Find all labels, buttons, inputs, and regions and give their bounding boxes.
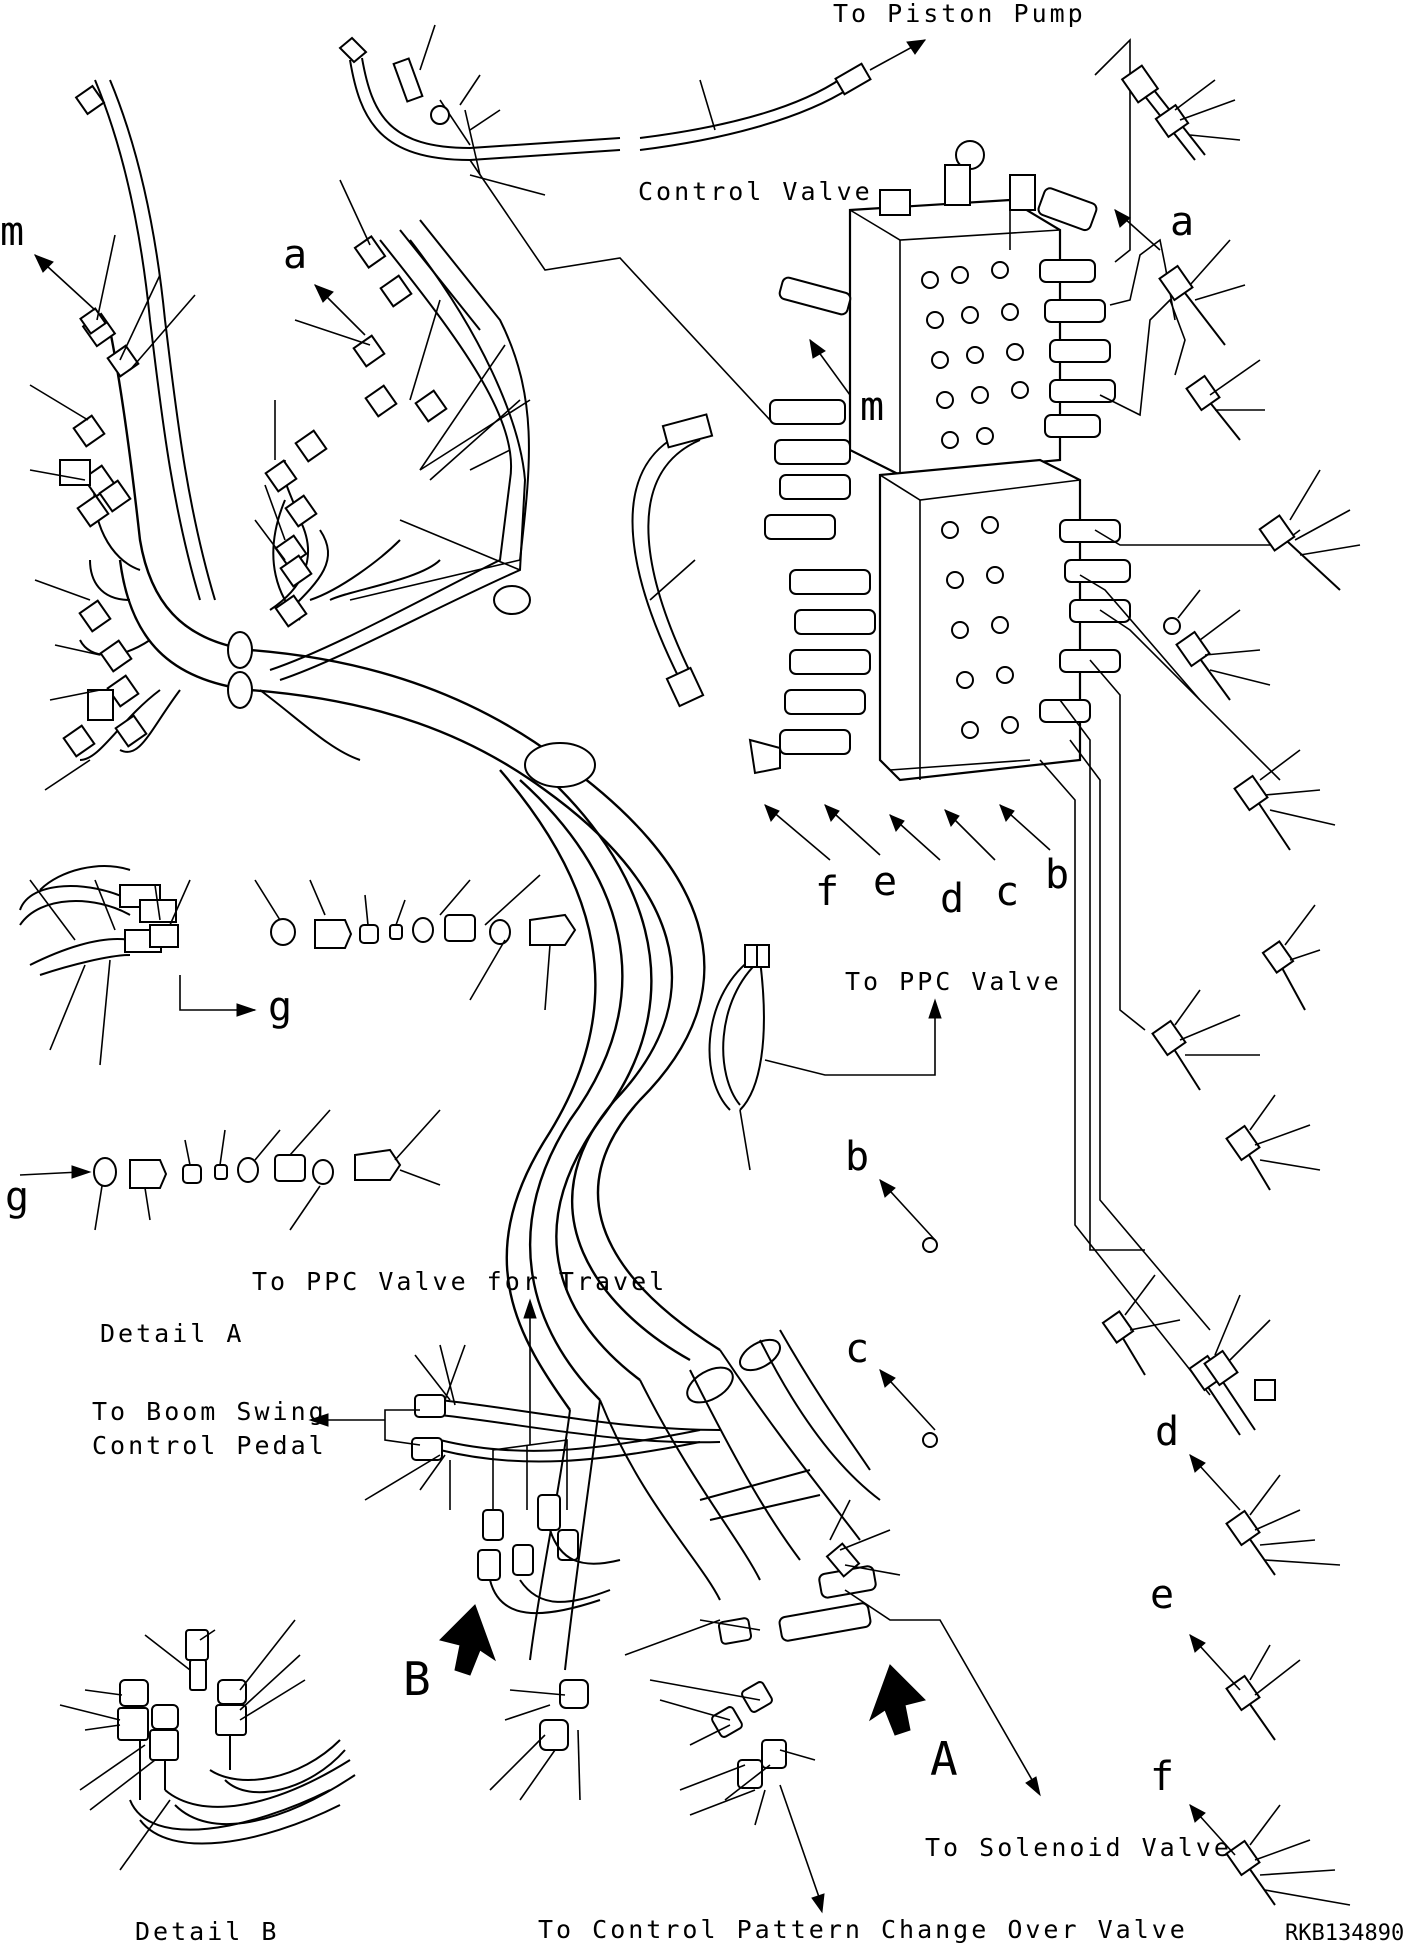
label-to-piston-pump: To Piston Pump	[833, 0, 1086, 28]
main-hose-bundle	[249, 648, 881, 1671]
letter-b: b	[1045, 852, 1069, 898]
a-arrow-top	[314, 284, 366, 336]
letter-d-right: d	[1155, 1409, 1179, 1455]
lower-right-cluster	[489, 1499, 1041, 1914]
letter-e-right: e	[1150, 1572, 1174, 1618]
letter-c: c	[995, 869, 1019, 915]
m-arrow-left	[34, 254, 96, 311]
label-ref-code: RKB134890	[1285, 1921, 1404, 1946]
control-valve-lower	[748, 458, 1131, 782]
letter-g-left: g	[5, 1174, 29, 1220]
letter-b-right: b	[845, 1134, 869, 1180]
letter-a-right: a	[1170, 199, 1194, 245]
letter-g-top: g	[268, 984, 292, 1030]
port-arrows-fedcb	[764, 804, 1051, 861]
letter-d: d	[940, 876, 964, 922]
label-detail-a: Detail A	[100, 1319, 244, 1348]
letter-big-a: A	[930, 1732, 958, 1786]
detail-a-second-row	[19, 1109, 441, 1231]
letter-e: e	[873, 859, 897, 905]
valve-ports-lower	[941, 516, 1019, 739]
m-arrow-mid	[809, 338, 851, 396]
solenoid-cartridges-right	[1037, 187, 1116, 438]
letter-c-right: c	[845, 1326, 869, 1372]
label-to-ppc-valve: To PPC Valve	[845, 967, 1062, 996]
label-to-solenoid-valve: To Solenoid Valve	[925, 1833, 1232, 1862]
ppc-valve-hoses	[708, 944, 942, 1171]
upper-left-hoses	[79, 79, 531, 761]
label-to-boom-swing-1: To Boom Swing	[92, 1397, 327, 1426]
letter-f-right: f	[1150, 1754, 1174, 1800]
letter-f: f	[815, 869, 839, 915]
view-arrow-a	[869, 1664, 926, 1736]
solenoid-cartridges-left	[764, 276, 852, 540]
right-leader-lines	[1039, 38, 1301, 1396]
pump-supply-hose	[338, 24, 927, 196]
upper-left-leaders	[29, 179, 531, 791]
letter-big-b: B	[403, 1652, 431, 1706]
letter-m-mid: m	[860, 384, 884, 430]
label-control-valve: Control Valve	[638, 177, 873, 206]
right-column-arrows	[879, 208, 1241, 1856]
leader-line	[469, 159, 771, 421]
travel-and-boom-fittings	[308, 1298, 721, 1615]
upper-left-fittings	[59, 84, 448, 758]
detail-a-assembly	[19, 865, 577, 1066]
right-column-fittings	[1101, 64, 1361, 1906]
label-detail-b: Detail B	[135, 1917, 279, 1946]
label-to-control-pattern: To Control Pattern Change Over Valve	[538, 1915, 1188, 1944]
valve-ports-upper	[921, 261, 1029, 449]
detail-b-assembly	[59, 1619, 356, 1871]
control-valve-upper	[764, 140, 1116, 540]
label-to-ppc-valve-travel: To PPC Valve for Travel	[252, 1267, 667, 1296]
letter-a-top: a	[283, 232, 307, 278]
lower-cartridges-right	[1039, 519, 1131, 723]
valve-side-hose	[631, 413, 714, 708]
view-arrow-b	[439, 1604, 496, 1676]
letter-m-left: m	[0, 209, 24, 255]
lower-cartridges-left	[779, 569, 876, 755]
label-to-boom-swing-2: Control Pedal	[92, 1431, 327, 1460]
